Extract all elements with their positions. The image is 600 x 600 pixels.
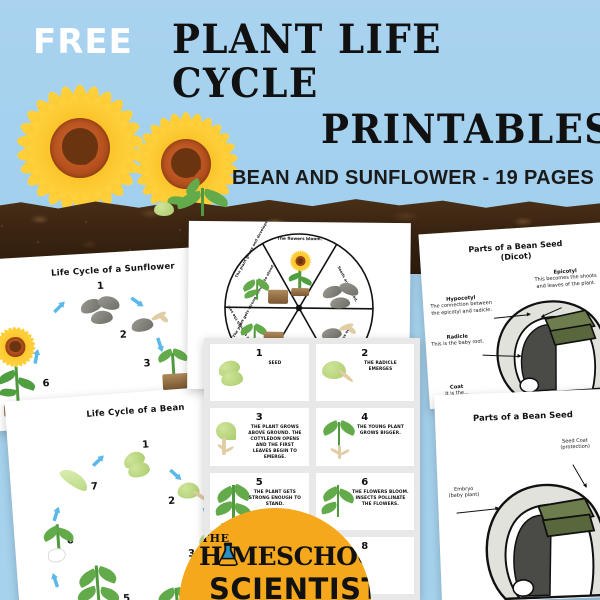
cycle-step-number: 3 [143,358,151,369]
cycle-arrow [52,299,68,315]
cycle-step-number: 5 [123,593,131,600]
card-number: 4 [361,412,368,423]
card-text: THE YOUNG PLANT GROWS BIGGER. [352,425,409,437]
card-number: 2 [361,348,368,359]
free-badge: FREE [33,22,133,62]
bean-seed-diagram [464,445,600,600]
card-text: THE RADICLE EMERGES [352,361,409,373]
worksheet-parts-of-bean-seed[interactable]: Parts of a Bean Seed Embryo (baby plant)… [434,389,600,600]
wheel-art-sunflower [286,250,314,296]
card-number: 3 [256,412,263,423]
page-title-line1: PLANT LIFE CYCLE [172,18,563,106]
label-seed-coat-desc: (protection) [560,444,590,451]
cycle-arrow [50,572,61,588]
logo-scientist-text: SCIENTIST [209,572,369,600]
flask-icon [217,542,239,568]
card-text: THE PLANT GETS STRONG ENOUGH TO STAND. [246,490,303,508]
cycle-step-number: 6 [42,378,50,389]
sequencing-card[interactable]: 3 THE PLANT GROWS ABOVE GROUND. THE COTY… [210,408,309,465]
cycle-arrow [91,453,107,468]
card-text: THE FLOWERS BLOOM. INSECTS POLLINATE THE… [352,490,409,508]
label-radicle-desc: This is the baby root. [431,339,484,348]
cycle-sunflower-petals [0,325,35,327]
soil-sprout-2 [146,196,186,222]
cycle-step-number: 1 [97,281,105,292]
worksheet-title: Parts of a Bean Seed (Dicot) [419,236,600,269]
worksheet-parts-of-bean-seed-dicot[interactable]: Parts of a Bean Seed (Dicot) Hypocotyl T… [418,222,600,409]
sequencing-card[interactable]: 1 SEED [210,344,309,401]
cycle-step-number: 2 [120,329,128,340]
worksheet-title: Parts of a Bean Seed [435,409,600,426]
label-seed-coat: Seed Coat (protection) [542,437,600,452]
sequencing-card[interactable]: 6 THE FLOWERS BLOOM. INSECTS POLLINATE T… [316,473,415,530]
sequencing-card[interactable]: 4 THE YOUNG PLANT GROWS BIGGER. [316,408,415,465]
card-number: 6 [361,477,368,488]
worksheet-title-line2: (Dicot) [500,251,531,262]
card-art-cotyledon [214,422,250,464]
card-number: 1 [256,348,263,359]
label-embryo-desc: (baby plant) [449,492,480,499]
cycle-step-number: 2 [168,496,176,507]
card-text: SEED [246,361,303,367]
card-text: THE PLANT GROWS ABOVE GROUND. THE COTYLE… [246,425,303,461]
page-subtitle: BEAN AND SUNFLOWER - 19 PAGES [232,167,594,190]
wheel-art-plant [240,277,290,312]
wheel-segment-label: The flowers bloom. [277,236,322,241]
wheel-art-seeds [322,282,362,312]
cycle-arrow [51,506,62,522]
cycle-arrow [129,295,145,309]
page-title-line2: PRINTABLES [321,108,600,152]
card-number: 5 [256,477,263,488]
label-embryo: Embryo (baby plant) [436,485,492,500]
label-radicle: Radicle This is the baby root. [427,332,488,349]
sequencing-card[interactable]: 2 THE RADICLE EMERGES [316,344,415,401]
card-art-seed [216,360,250,390]
